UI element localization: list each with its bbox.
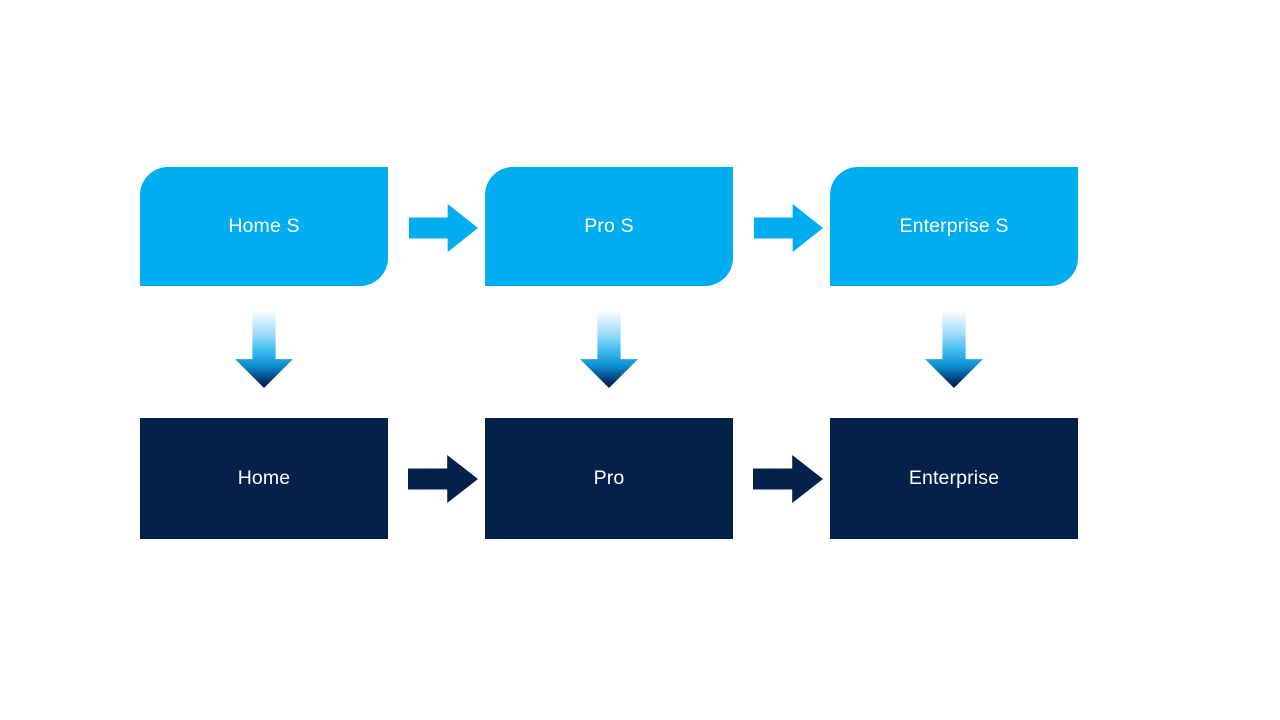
arrow-down-icon bbox=[580, 310, 638, 388]
node-pro[interactable]: Pro bbox=[485, 418, 733, 539]
node-label: Home bbox=[237, 466, 291, 489]
arrow-right-icon bbox=[753, 455, 823, 503]
node-label: Home S bbox=[228, 214, 300, 237]
node-label: Enterprise bbox=[908, 466, 1000, 489]
arrow-right-icon bbox=[754, 204, 823, 252]
arrow-right-icon bbox=[408, 455, 478, 503]
node-label: Pro bbox=[593, 466, 625, 489]
arrow-down-icon bbox=[925, 310, 983, 388]
node-label: Pro S bbox=[584, 214, 634, 237]
node-home-s[interactable]: Home S bbox=[140, 167, 388, 286]
arrow-right-icon bbox=[409, 204, 478, 252]
arrow-down-icon bbox=[235, 310, 293, 388]
node-pro-s[interactable]: Pro S bbox=[485, 167, 733, 286]
node-enterprise-s[interactable]: Enterprise S bbox=[830, 167, 1078, 286]
node-label: Enterprise S bbox=[899, 214, 1009, 237]
node-home[interactable]: Home bbox=[140, 418, 388, 539]
node-enterprise[interactable]: Enterprise bbox=[830, 418, 1078, 539]
